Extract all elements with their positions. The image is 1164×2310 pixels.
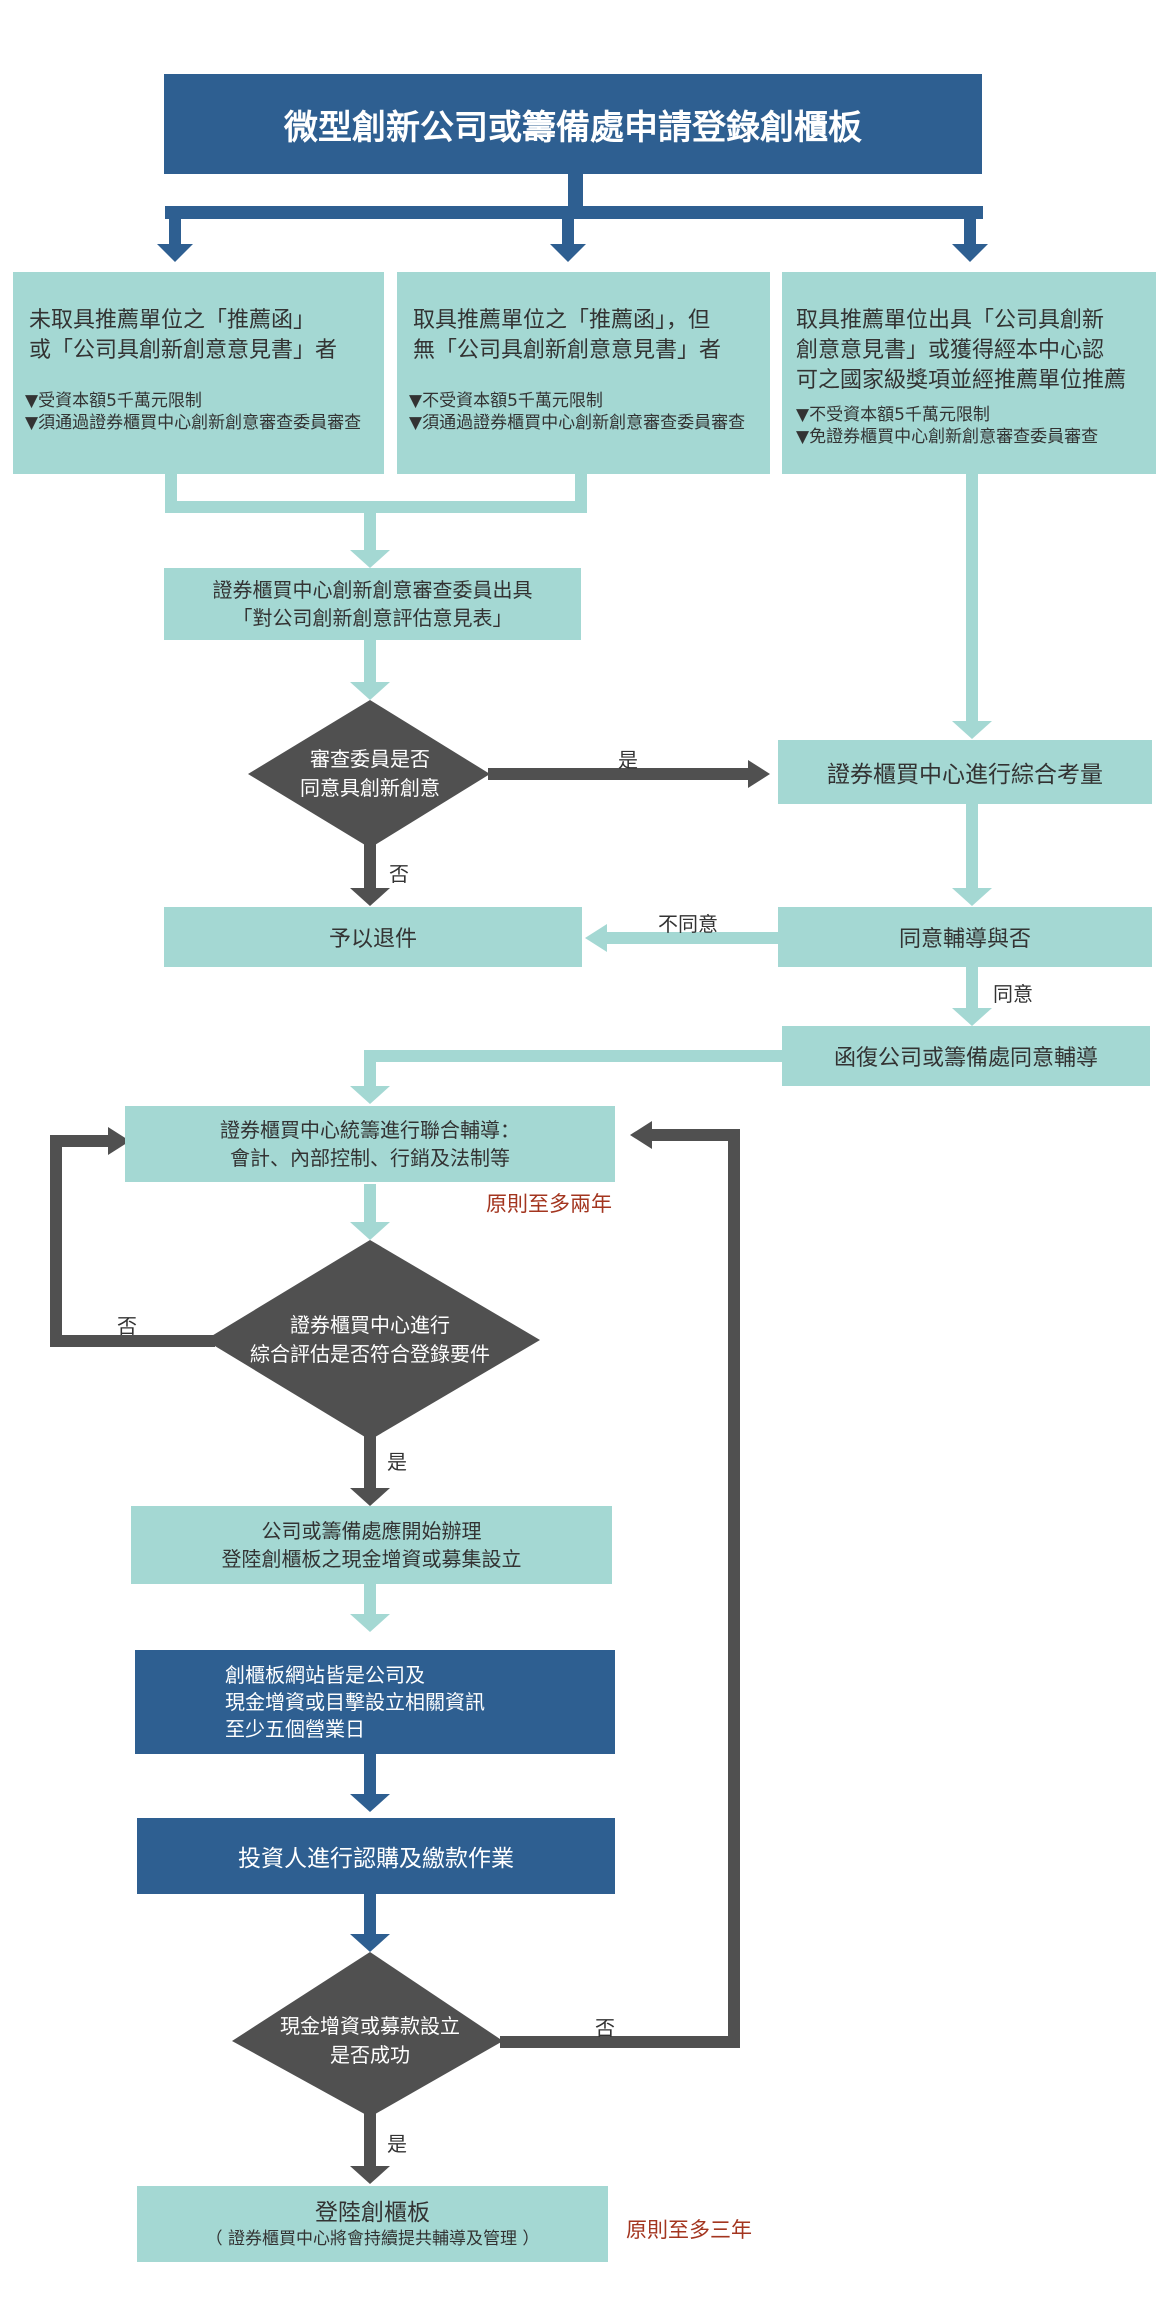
branch-1-note-2: ▼須通過證券櫃買中心創新創意審查委員審查: [25, 413, 362, 433]
branch-box-2: 取具推薦單位之「推薦函」，但 無「公司具創新創意意見書」者 ▼不受資本額5千萬元…: [397, 272, 770, 474]
final-title-text: 登陸創櫃板: [315, 2200, 430, 2226]
decision-eligibility-text: 證券櫃買中心進行 綜合評估是否符合登錄要件: [235, 1305, 505, 1375]
decision-committee-text: 審查委員是否 同意具創新創意: [270, 740, 470, 808]
decision-no-arrow: [350, 842, 390, 906]
two-years-note: 原則至多兩年: [486, 1192, 612, 1216]
decision-success-line-1: 現金增資或募款設立: [280, 2014, 460, 2038]
decision-eligibility-diamond: [205, 1240, 540, 1440]
decision-success-diamond: [232, 1952, 503, 2117]
comprehensive-review-box: 證券櫃買中心進行綜合考量: [778, 740, 1152, 804]
final-note-text: （ 證券櫃買中心將會持續提共輔導及管理 ）: [205, 2229, 540, 2249]
three-years-note: 原則至多三年: [626, 2218, 752, 2242]
decision-committee-no-label: 否: [389, 862, 409, 886]
branch-1-heading-line-2: 或「公司具創新創意意見書」者: [29, 338, 338, 363]
subscription-box: 投資人進行認購及繳款作業: [137, 1818, 615, 1894]
decision-eligibility-line-1: 證券櫃買中心進行: [290, 1313, 450, 1337]
committee-opinion-line-1: 證券櫃買中心創新創意審查委員出具: [212, 578, 533, 602]
branch-2-note-2: ▼須通過證券櫃買中心創新創意審查委員審查: [409, 413, 746, 433]
eligibility-yes-arrow: [350, 1432, 390, 1506]
agree-counsel-text: 同意輔導與否: [898, 927, 1031, 952]
reply-to-counsel-arrow: [350, 1050, 784, 1104]
branch-2-heading-line-1: 取具推薦單位之「推薦函」，但: [413, 308, 711, 333]
top-distribution-arrows: [157, 172, 988, 262]
branch-2-heading-line-2: 無「公司具創新創意意見書」者: [413, 338, 722, 363]
disclosure-line-3: 至少五個營業日: [225, 1716, 365, 1741]
branch-box-1: 未取具推薦單位之「推薦函」 或「公司具創新創意意見書」者 ▼受資本額5千萬元限制…: [13, 272, 384, 474]
reply-letter-text: 函復公司或籌備處同意輔導: [833, 1046, 1098, 1071]
decision-success-line-2: 是否成功: [330, 2043, 410, 2067]
decision-success-text: 現金增資或募款設立 是否成功: [250, 2006, 490, 2076]
decision-committee-yes-label: 是: [618, 748, 638, 772]
title-box: 微型創新公司或籌備處申請登錄創櫃板: [164, 74, 982, 174]
reply-letter-box: 函復公司或籌備處同意輔導: [782, 1026, 1150, 1086]
subscription-text: 投資人進行認購及繳款作業: [238, 1846, 514, 1872]
committee-opinion-box: 證券櫃買中心創新創意審查委員出具 「對公司創新創意評估意見表」: [164, 568, 581, 640]
begin-process-line-2: 登陸創櫃板之現金增資或募集設立: [221, 1547, 522, 1571]
agree-arrow: [952, 966, 992, 1026]
decision-success-yes-label: 是: [387, 2132, 407, 2156]
eligibility-no-loop: [50, 1127, 215, 1347]
decision-committee-diamond: [248, 700, 490, 848]
return-case-box: 予以退件: [164, 907, 582, 967]
decision-success-no-label: 否: [595, 2016, 615, 2040]
begin-process-box: 公司或籌備處應開始辦理 登陸創櫃板之現金增資或募集設立: [131, 1506, 612, 1584]
disclosure-box: 創櫃板網站皆是公司及 現金增資或目擊設立相關資訊 至少五個營業日: [135, 1650, 615, 1754]
disagree-label: 不同意: [658, 912, 718, 936]
disagree-arrow: [585, 924, 780, 952]
disclosure-line-2: 現金增資或目擊設立相關資訊: [225, 1689, 485, 1714]
agree-counsel-box: 同意輔導與否: [778, 907, 1152, 967]
branch-2-note-1: ▼不受資本額5千萬元限制: [409, 391, 603, 411]
branch-box-3: 取具推薦單位出具「公司具創新 創意意見書」或獲得經本中心認 可之國家級獎項並經推…: [782, 272, 1156, 474]
success-no-loop: [500, 1121, 740, 2048]
title-text: 微型創新公司或籌備處申請登錄創櫃板: [284, 107, 862, 148]
disclosure-to-subscription-arrow: [350, 1752, 390, 1812]
committee-opinion-line-2: 「對公司創新創意評估意見表」: [232, 606, 513, 630]
review-to-agree-arrow: [952, 802, 992, 906]
return-case-text: 予以退件: [328, 927, 417, 952]
branch-3-note-1: ▼不受資本額5千萬元限制: [796, 405, 990, 425]
begin-to-disclosure-arrow: [350, 1582, 390, 1632]
decision-yes-arrow: [488, 760, 770, 788]
final-listing-box: 登陸創櫃板 （ 證券櫃買中心將會持續提共輔導及管理 ）: [137, 2186, 608, 2262]
branch-3-heading-line-1: 取具推薦單位出具「公司具創新: [796, 308, 1105, 333]
joint-counsel-box: 證券櫃買中心統籌進行聯合輔導： 會計、內部控制、行銷及法制等: [125, 1106, 615, 1182]
counsel-to-decision2-arrow: [350, 1184, 390, 1240]
comprehensive-review-text: 證券櫃買中心進行綜合考量: [827, 762, 1103, 788]
decision-committee-line-1: 審查委員是否: [310, 747, 430, 771]
arrow-to-decision1: [350, 638, 390, 700]
success-yes-arrow: [350, 2110, 390, 2184]
branch-3-note-2: ▼免證券櫃買中心創新創意審查委員審查: [796, 427, 1099, 447]
branch-3-heading-line-3: 可之國家級獎項並經推薦單位推薦: [796, 368, 1127, 393]
joint-counsel-line-2: 會計、內部控制、行銷及法制等: [230, 1146, 510, 1170]
agree-label: 同意: [993, 982, 1033, 1006]
decision-committee-line-2: 同意具創新創意: [300, 776, 440, 800]
branch-1-note-1: ▼受資本額5千萬元限制: [25, 391, 202, 411]
decision-eligibility-line-2: 綜合評估是否符合登錄要件: [250, 1342, 490, 1366]
decision-eligibility-no-label: 否: [117, 1314, 137, 1338]
decision-eligibility-yes-label: 是: [387, 1450, 407, 1474]
branch-1-heading-line-1: 未取具推薦單位之「推薦函」: [29, 308, 316, 333]
branch-3-heading-line-2: 創意意見書」或獲得經本中心認: [796, 338, 1105, 363]
joint-counsel-line-1: 證券櫃買中心統籌進行聯合輔導：: [220, 1118, 520, 1142]
subscription-to-decision3-arrow: [350, 1892, 390, 1952]
arrow-branch3-down: [952, 473, 992, 739]
merge-connector: [165, 472, 587, 568]
disclosure-line-1: 創櫃板網站皆是公司及: [225, 1662, 425, 1687]
begin-process-line-1: 公司或籌備處應開始辦理: [261, 1519, 482, 1543]
